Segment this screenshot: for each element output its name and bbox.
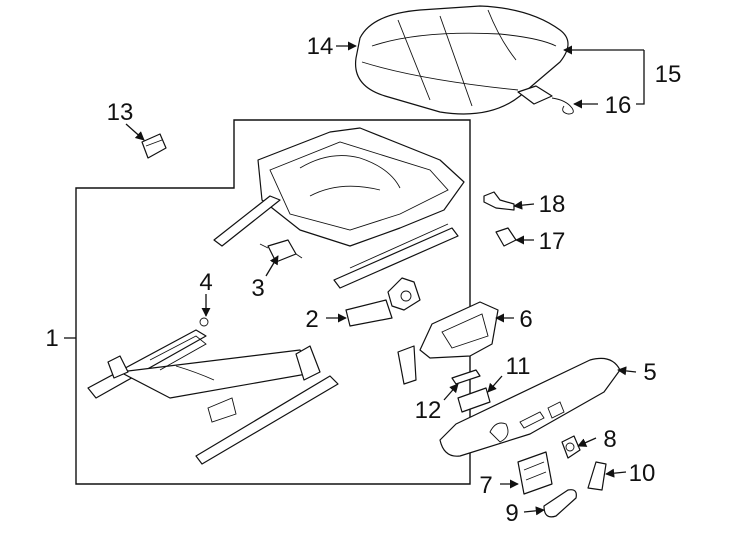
callout-7: 7 [479, 472, 492, 499]
leader-3 [265, 255, 279, 277]
callout-6: 6 [519, 306, 532, 333]
knob-cap [587, 461, 607, 491]
switch-assembly [517, 451, 553, 495]
side-shield [439, 357, 621, 457]
callout-12: 12 [415, 397, 442, 424]
wire-bracket [483, 191, 515, 211]
leader-13 [125, 123, 145, 141]
seat-clip [141, 133, 167, 159]
switch-cover [543, 489, 577, 518]
callout-14: 14 [307, 33, 334, 60]
leader-12 [443, 383, 459, 401]
switch-button [457, 387, 491, 413]
callout-2: 2 [305, 306, 318, 333]
side-bracket [397, 301, 499, 385]
callout-3: 3 [251, 275, 264, 302]
leader-15 [636, 50, 645, 105]
callout-16: 16 [605, 92, 632, 119]
leader-10 [605, 468, 627, 478]
heater-element [517, 85, 574, 115]
leader-8 [577, 437, 597, 447]
callout-1: 1 [45, 325, 58, 352]
callout-9: 9 [505, 500, 518, 527]
callout-18: 18 [539, 191, 566, 218]
callout-15: 15 [655, 61, 682, 88]
assembly-group-frame [75, 119, 471, 485]
callout-5: 5 [643, 359, 656, 386]
switch-trim [451, 369, 481, 385]
height-motor [259, 239, 303, 263]
control-knob [561, 435, 581, 459]
callout-17: 17 [539, 228, 566, 255]
recliner-motor [345, 277, 421, 327]
callout-10: 10 [629, 460, 656, 487]
seat-track-adjuster [87, 317, 339, 465]
callout-8: 8 [603, 426, 616, 453]
callout-4: 4 [199, 269, 212, 296]
callout-11: 11 [506, 353, 531, 380]
leader-5 [617, 366, 637, 376]
seat-frame [213, 127, 465, 289]
leader-9 [523, 506, 545, 516]
leader-11 [487, 375, 503, 393]
callout-13: 13 [107, 99, 134, 126]
leader-18 [513, 200, 535, 210]
connector [495, 227, 517, 247]
